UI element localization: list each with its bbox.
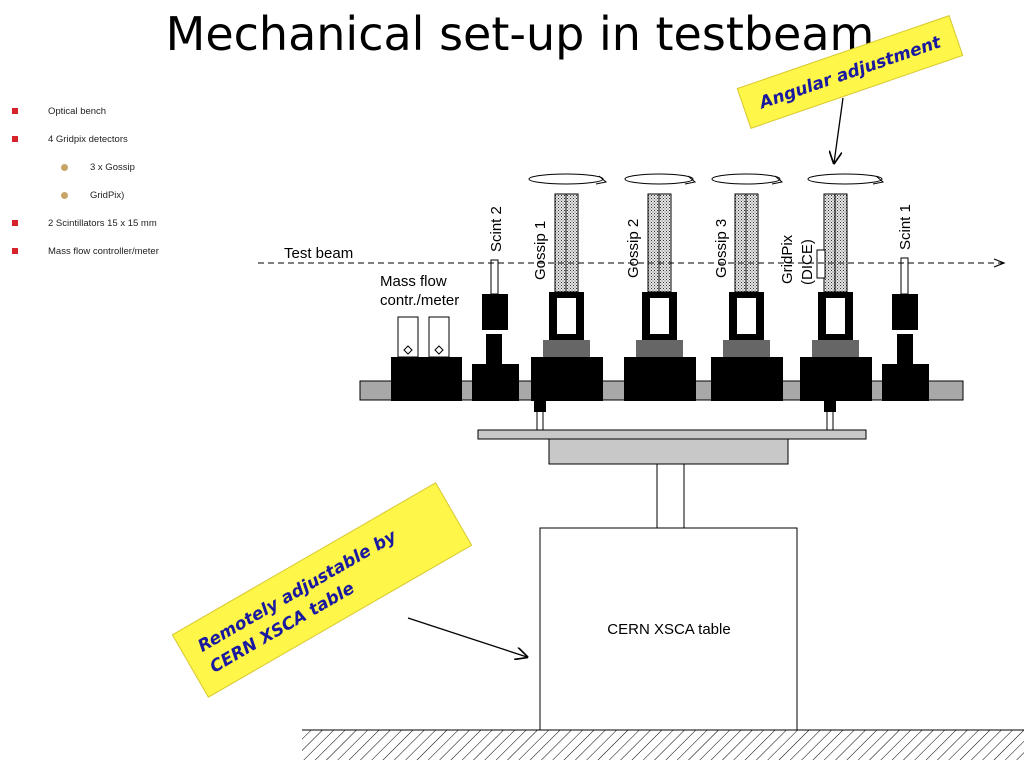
sub-bullet-text: GridPix) bbox=[90, 190, 125, 201]
rotation-arrow-icon bbox=[711, 173, 784, 185]
bullet-list: Optical bench 4 Gridpix detectors 3 x Go… bbox=[10, 106, 250, 274]
cern-xsca-table bbox=[539, 527, 798, 731]
gossip-2-label: Gossip 2 bbox=[625, 219, 642, 278]
scint-1-label: Scint 1 bbox=[897, 204, 914, 250]
angular-arrow bbox=[834, 97, 844, 163]
ground-hatch bbox=[302, 729, 1024, 760]
gridpix-label: (DICE) bbox=[799, 239, 816, 285]
bullet-item: Optical bench bbox=[10, 106, 250, 134]
gossip-1-label: Gossip 1 bbox=[532, 221, 549, 280]
gossip-1-station bbox=[531, 193, 603, 401]
test-beam-label: Test beam bbox=[284, 245, 353, 262]
cern-table-label: CERN XSCA table bbox=[607, 621, 730, 638]
peg-cap bbox=[824, 400, 836, 412]
support-block bbox=[548, 438, 789, 465]
angular-adjustment-note: Angular adjustment bbox=[736, 15, 964, 129]
rotation-arrow-icon bbox=[528, 173, 608, 185]
bullet-square-icon bbox=[12, 248, 18, 254]
support-plate bbox=[477, 429, 867, 440]
scintillator-1 bbox=[882, 257, 929, 401]
scintillator-2 bbox=[472, 259, 519, 401]
bullet-item: 4 Gridpix detectors bbox=[10, 134, 250, 162]
slide-title: Mechanical set-up in testbeam bbox=[165, 7, 875, 61]
mass-flow-label: contr./meter bbox=[380, 292, 459, 309]
bullet-text: Mass flow controller/meter bbox=[48, 246, 159, 257]
sub-bullet-item: GridPix) bbox=[10, 190, 250, 218]
bullet-circle-icon bbox=[61, 164, 68, 171]
scint-2-label: Scint 2 bbox=[488, 206, 505, 252]
rotation-arrow-icon bbox=[807, 173, 885, 185]
gossip-3-station bbox=[711, 193, 783, 401]
gossip-2-station bbox=[624, 193, 696, 401]
sub-bullet-item: 3 x Gossip bbox=[10, 162, 250, 190]
beam-arrow-icon bbox=[993, 258, 1006, 268]
support-column bbox=[656, 463, 685, 529]
gridpix-station bbox=[800, 193, 872, 401]
rotation-arrow-icon bbox=[624, 173, 697, 185]
bullet-square-icon bbox=[12, 108, 18, 114]
remote-arrow bbox=[407, 617, 527, 657]
bullet-item: Mass flow controller/meter bbox=[10, 246, 250, 274]
remote-adjust-note: Remotely adjustable by CERN XSCA table bbox=[171, 482, 473, 698]
gridpix-label: GridPix bbox=[779, 234, 796, 284]
gossip-3-label: Gossip 3 bbox=[713, 219, 730, 278]
bullet-square-icon bbox=[12, 220, 18, 226]
peg-cap bbox=[534, 400, 546, 412]
bullet-item: 2 Scintillators 15 x 15 mm bbox=[10, 218, 250, 246]
mass-flow-label: Mass flow bbox=[380, 273, 447, 290]
bullet-text: Optical bench bbox=[48, 106, 107, 117]
bullet-text: 4 Gridpix detectors bbox=[48, 134, 128, 145]
bullet-text: 2 Scintillators 15 x 15 mm bbox=[48, 218, 157, 229]
mass-flow-controller bbox=[391, 316, 462, 401]
bullet-square-icon bbox=[12, 136, 18, 142]
sub-bullet-text: 3 x Gossip bbox=[90, 162, 135, 173]
bullet-circle-icon bbox=[61, 192, 68, 199]
